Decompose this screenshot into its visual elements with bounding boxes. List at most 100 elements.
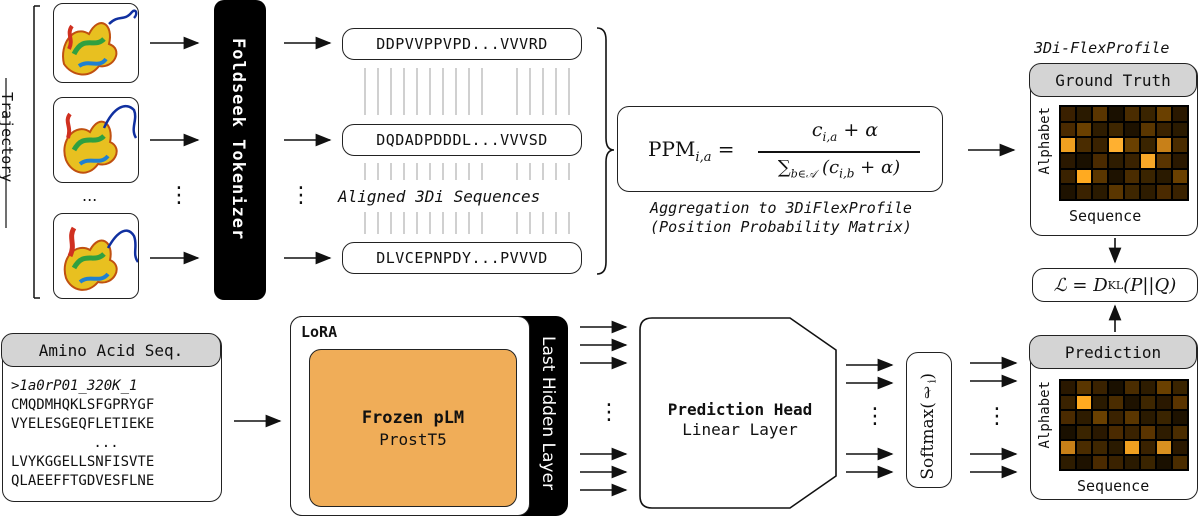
heatmap-cell [1077, 411, 1091, 424]
sequence-box-3: DLVCEPNPDY...PVVVD [342, 242, 582, 274]
profile-title: 3Di-FlexProfile [1034, 39, 1170, 57]
heatmap-cell [1125, 426, 1139, 439]
heatmap-cell [1157, 107, 1171, 121]
heatmap-cell [1173, 381, 1187, 394]
ppm-formula-box: PPMi,a = ci,a + α ∑b∈𝒜 (ci,b + α) [617, 106, 943, 192]
heatmap-cell [1061, 411, 1075, 424]
curly-brace [596, 27, 615, 275]
ground-truth-heatmap [1059, 105, 1189, 201]
heatmap-cell [1125, 169, 1139, 184]
heatmap-cell [1109, 426, 1123, 439]
sequence-line: LVYKGGELLSNFISVTE [11, 454, 155, 470]
heatmap-cell [1173, 456, 1187, 469]
heatmap-cell [1077, 122, 1091, 137]
heatmap-cell [1141, 441, 1155, 454]
heatmap-cell [1077, 396, 1091, 409]
softmax-arrow-ellipsis: ⋮ [986, 404, 1008, 429]
amino-acid-sequence: >1a0rP01_320K_1 CMQDMHQKLSFGPRYGF VYELES… [11, 377, 201, 491]
heatmap-cell [1093, 185, 1107, 199]
heatmap-cell [1141, 107, 1155, 121]
heatmap-cell [1077, 185, 1091, 199]
heatmap-cell [1077, 381, 1091, 394]
aggregation-caption: Aggregation to 3DiFlexProfile (Position … [621, 199, 941, 237]
heatmap-cell [1093, 426, 1107, 439]
heatmap-cell [1109, 169, 1123, 184]
protein-structure-3 [53, 213, 139, 299]
alphabet-axis-label: Alphabet [1037, 107, 1053, 175]
aligned-label: Aligned 3Di Sequences [338, 187, 541, 206]
sequence-box-2: DQDADPDDDL...VVVSD [342, 124, 582, 156]
heatmap-cell [1093, 107, 1107, 121]
heatmap-cell [1109, 107, 1123, 121]
heatmap-cell [1173, 396, 1187, 409]
heatmap-cell [1077, 138, 1091, 152]
foldseek-tokenizer: Foldseek Tokenizer [214, 0, 266, 300]
heatmap-cell [1061, 456, 1075, 469]
heatmap-cell [1109, 381, 1123, 394]
heatmap-cell [1173, 122, 1187, 137]
trajectory-bracket [33, 5, 40, 299]
heatmap-cell [1109, 154, 1123, 168]
heatmap-cell [1125, 185, 1139, 199]
prediction-heatmap [1059, 379, 1189, 471]
heatmap-cell [1061, 185, 1075, 199]
heatmap-cell [1125, 441, 1139, 454]
head-arrow-ellipsis: ⋮ [864, 404, 886, 429]
heatmap-cell [1141, 411, 1155, 424]
tokenizer-label: Foldseek Tokenizer [228, 38, 248, 241]
protein-structure-1 [53, 3, 139, 83]
heatmap-cell [1093, 411, 1107, 424]
heatmap-cell [1093, 138, 1107, 152]
aggregation-line1: Aggregation to 3DiFlexProfile [650, 199, 912, 217]
heatmap-cell [1061, 122, 1075, 137]
heatmap-cell [1157, 456, 1171, 469]
ppm-denominator: ∑b∈𝒜 (ci,b + α) [777, 157, 901, 181]
sequence-box-1: DDPVVPPVPD...VVVRD [342, 28, 582, 60]
token-arrows [284, 36, 332, 265]
heatmap-cell [1157, 381, 1171, 394]
sequence-line: VYELESGEQFLETIEKE [11, 416, 155, 432]
heatmap-cell [1173, 185, 1187, 199]
heatmap-cell [1125, 396, 1139, 409]
heatmap-cell [1077, 426, 1091, 439]
heatmap-cell [1077, 154, 1091, 168]
heatmap-cell [1173, 441, 1187, 454]
sequence-ellipsis: ... [93, 435, 119, 451]
amino-acid-panel: Amino Acid Seq. >1a0rP01_320K_1 CMQDMHQK… [1, 333, 222, 502]
heatmap-cell [1125, 138, 1139, 152]
heatmap-cell [1173, 411, 1187, 424]
heatmap-cell [1173, 426, 1187, 439]
ppm-lhs: PPMi,a = [648, 137, 735, 165]
heatmap-cell [1061, 169, 1075, 184]
heatmap-cell [1125, 456, 1139, 469]
sequence-line: QLAEEFFTGDVESFLNE [11, 473, 155, 489]
heatmap-cell [1157, 138, 1171, 152]
softmax-box: Softmax(ℓi) [906, 352, 952, 488]
heatmap-cell [1093, 169, 1107, 184]
sequence-axis-label: Sequence [1077, 477, 1150, 495]
heatmap-cell [1109, 456, 1123, 469]
heatmap-cell [1157, 154, 1171, 168]
heatmap-cell [1109, 441, 1123, 454]
heatmap-cell [1125, 107, 1139, 121]
softmax-label: Softmax(ℓi) [918, 373, 939, 480]
prediction-header: Prediction [1029, 335, 1197, 369]
ground-truth-header: Ground Truth [1029, 63, 1197, 97]
sequence-arrow-ellipsis: ⋮ [290, 183, 312, 208]
protein-arrow-ellipsis: ⋮ [168, 183, 190, 208]
prediction-panel: Prediction Alphabet Sequence [1029, 335, 1198, 500]
heatmap-cell [1061, 138, 1075, 152]
frozen-plm-title: Frozen pLM [361, 408, 465, 428]
heatmap-cell [1141, 169, 1155, 184]
heatmap-cell [1141, 138, 1155, 152]
heatmap-cell [1141, 396, 1155, 409]
heatmap-cell [1109, 122, 1123, 137]
last-hidden-layer-label: Last Hidden Layer [538, 336, 558, 490]
heatmap-cell [1061, 396, 1075, 409]
heatmap-cell [1093, 381, 1107, 394]
heatmap-cell [1093, 154, 1107, 168]
heatmap-cell [1093, 456, 1107, 469]
trajectory-ellipsis: ... [82, 186, 98, 205]
